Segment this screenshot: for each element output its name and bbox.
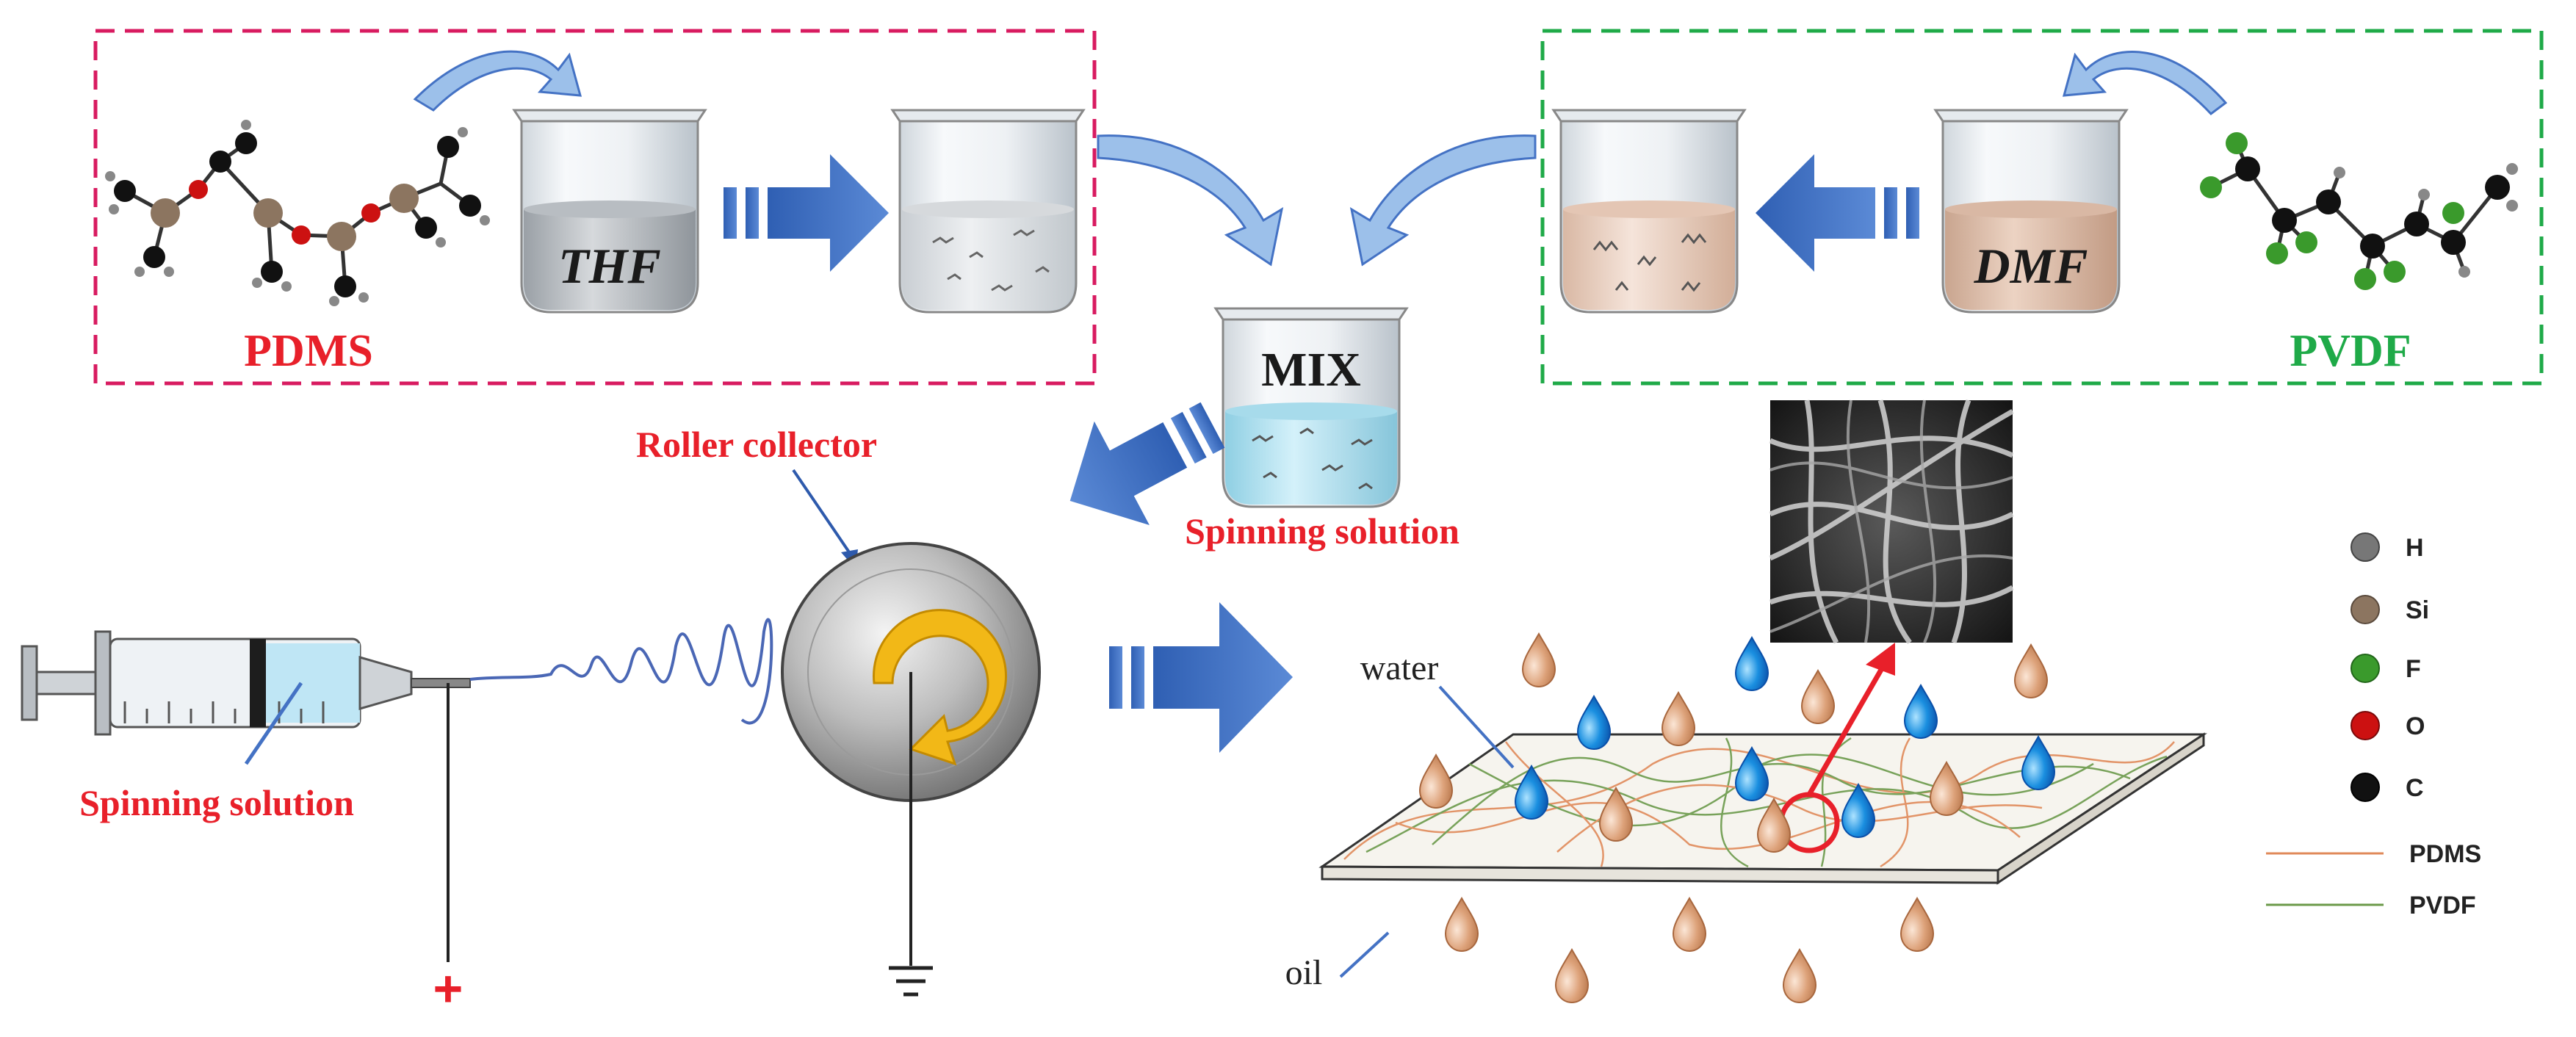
legend-atom-c-label: C: [2406, 774, 2424, 802]
roller-collector-label: Roller collector: [636, 424, 877, 465]
pvdf-solution-beaker: [1551, 109, 1747, 314]
magnify-arrow: [1806, 663, 1887, 796]
pvdf-label: PVDF: [2290, 326, 2411, 376]
pvdf-panel-border: [1540, 29, 2544, 386]
legend-atom-o-icon: [2350, 711, 2380, 740]
oil-label: oil: [1285, 953, 1323, 992]
block-arrow-icon: [724, 154, 889, 272]
positive-terminal-icon: +: [433, 960, 463, 1017]
mix-label: MIX: [1261, 343, 1361, 397]
pvdf-molecule-icon: [2200, 132, 2518, 290]
mix-beaker: [1213, 307, 1409, 508]
legend-atom-f-icon: [2350, 654, 2380, 683]
legend-pvdf-label: PVDF: [2409, 892, 2476, 919]
sem-fiber-image: [1769, 399, 2014, 645]
legend-atom-c-icon: [2350, 773, 2380, 802]
pdms-label: PDMS: [244, 326, 373, 376]
mix-solution-label: Spinning solution: [1185, 510, 1460, 552]
block-arrow-icon: [1069, 402, 1225, 526]
water-pointer-line: [1438, 685, 1515, 769]
legend-atom-o-label: O: [2406, 712, 2425, 740]
magnify-arrow-head: [1866, 643, 1895, 676]
syringe-pointer-line: [244, 682, 303, 765]
legend-atom-si-label: Si: [2406, 596, 2429, 624]
curved-arrow-icon: [1349, 134, 1537, 267]
pdms-solution-beaker: [890, 109, 1086, 314]
dmf-beaker: [1933, 109, 2129, 314]
fiber-jet-spiral: [469, 618, 773, 725]
water-label: water: [1360, 648, 1439, 687]
rotation-arrow-icon: [873, 609, 1007, 766]
syringe-solution-label: Spinning solution: [79, 782, 354, 823]
oil-pointer-line: [1339, 931, 1390, 978]
syringe: [21, 630, 471, 736]
pdms-molecule-icon: [105, 120, 490, 306]
legend-pdms-label: PDMS: [2409, 840, 2481, 868]
block-arrow-icon: [1756, 154, 1919, 272]
membrane: [1318, 732, 2207, 885]
dmf-label: DMF: [1974, 238, 2088, 294]
legend-atom-f-label: F: [2406, 655, 2421, 683]
legend-atom-h-icon: [2350, 532, 2380, 562]
thf-label: THF: [558, 238, 661, 294]
curved-arrow-icon: [1097, 134, 1284, 267]
collector-pointer-line: [792, 469, 857, 563]
curved-arrow-icon: [413, 50, 582, 112]
thf-beaker: [512, 109, 707, 314]
legend-atom-h-label: H: [2406, 534, 2424, 562]
curved-arrow-icon: [2062, 51, 2228, 116]
pdms-panel-border: [93, 29, 1097, 386]
legend: H Si F O C PDMS PVDF: [2266, 532, 2481, 919]
legend-atom-si-icon: [2350, 595, 2380, 624]
block-arrow-icon: [1109, 602, 1293, 753]
ground-icon: [889, 966, 933, 997]
